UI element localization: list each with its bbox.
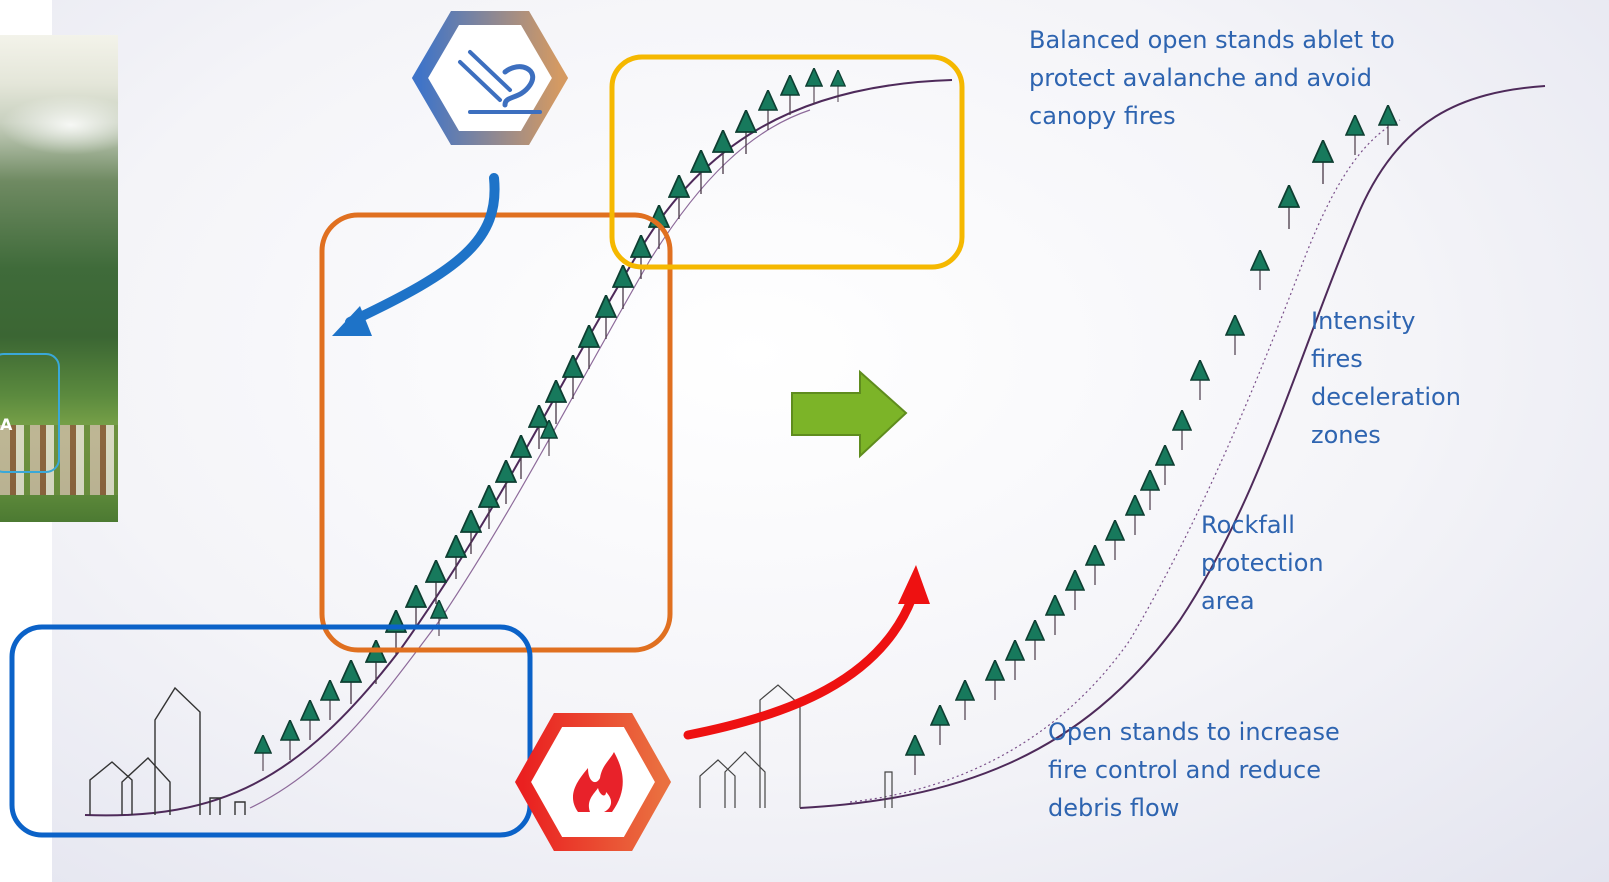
photo-mist	[0, 95, 118, 155]
transition-arrow	[791, 369, 908, 459]
right-slope	[699, 85, 1546, 809]
left-houses	[89, 686, 246, 815]
photo-label: A	[0, 415, 13, 434]
fire-spread-arrow	[683, 565, 930, 740]
right-houses	[699, 684, 893, 808]
photo-label-box	[0, 353, 60, 473]
balanced-stands-annotation: Balanced open stands ablet to protect av…	[1029, 26, 1395, 130]
left-slope	[84, 68, 953, 817]
debris-zone-box	[9, 624, 533, 838]
left-slope-trees	[254, 68, 846, 771]
fire-hazard-icon	[514, 713, 672, 851]
alpine-village-photo: A	[0, 35, 118, 522]
avalanche-flow-arrow	[332, 173, 500, 336]
open-stands-annotation: Open stands to increase fire control and…	[1048, 718, 1340, 822]
canopy-zone-box	[609, 54, 965, 270]
intensity-fires-annotation: Intensity fires deceleration zones	[1311, 307, 1461, 449]
rockfall-annotation: Rockfall protection area	[1201, 511, 1324, 615]
slide-background	[52, 0, 1609, 882]
avalanche-hazard-icon	[411, 11, 569, 145]
